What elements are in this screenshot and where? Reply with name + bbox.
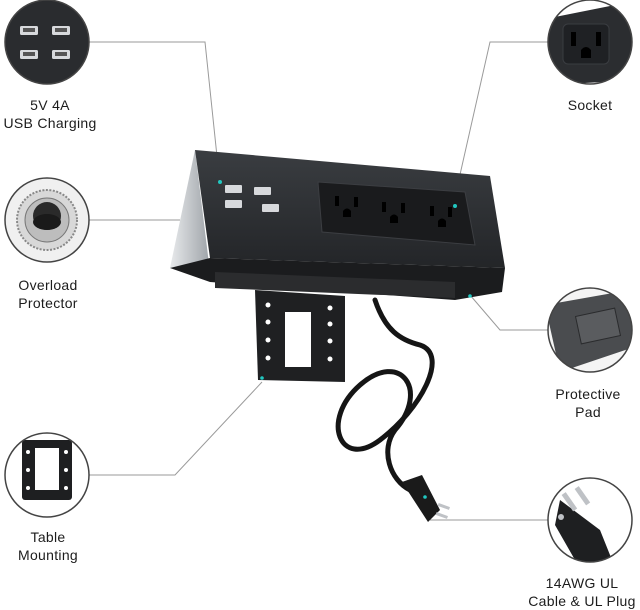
label-overload-protector: Overload Protector [2, 276, 94, 312]
table-mounting-detail [5, 433, 89, 517]
label-pad-line2: Pad [575, 404, 601, 420]
overload-protector-detail [5, 178, 89, 262]
label-table-mounting: Table Mounting [2, 528, 94, 564]
label-overload-line1: Overload [18, 277, 78, 293]
leader-lines [85, 41, 555, 521]
label-pad-line1: Protective [555, 386, 621, 402]
label-socket-line1: Socket [567, 97, 613, 113]
label-cable-plug: 14AWG UL Cable & UL Plug [525, 574, 639, 610]
label-plug-line2: Cable & UL Plug [528, 593, 636, 609]
label-protective-pad: Protective Pad [540, 385, 636, 421]
socket-detail [548, 0, 632, 84]
label-usb-line1: 5V 4A [30, 97, 70, 113]
usb-ports-detail [5, 0, 89, 84]
label-usb-charging: 5V 4A USB Charging [0, 96, 100, 132]
label-mount-line2: Mounting [18, 547, 78, 563]
label-socket: Socket [548, 96, 632, 114]
plug-detail [548, 478, 632, 562]
protective-pad-detail [548, 288, 632, 372]
label-plug-line1: 14AWG UL [545, 575, 619, 591]
label-mount-line1: Table [30, 529, 66, 545]
label-overload-line2: Protector [18, 295, 78, 311]
label-usb-line2: USB Charging [3, 115, 97, 131]
power-strip [170, 150, 505, 522]
